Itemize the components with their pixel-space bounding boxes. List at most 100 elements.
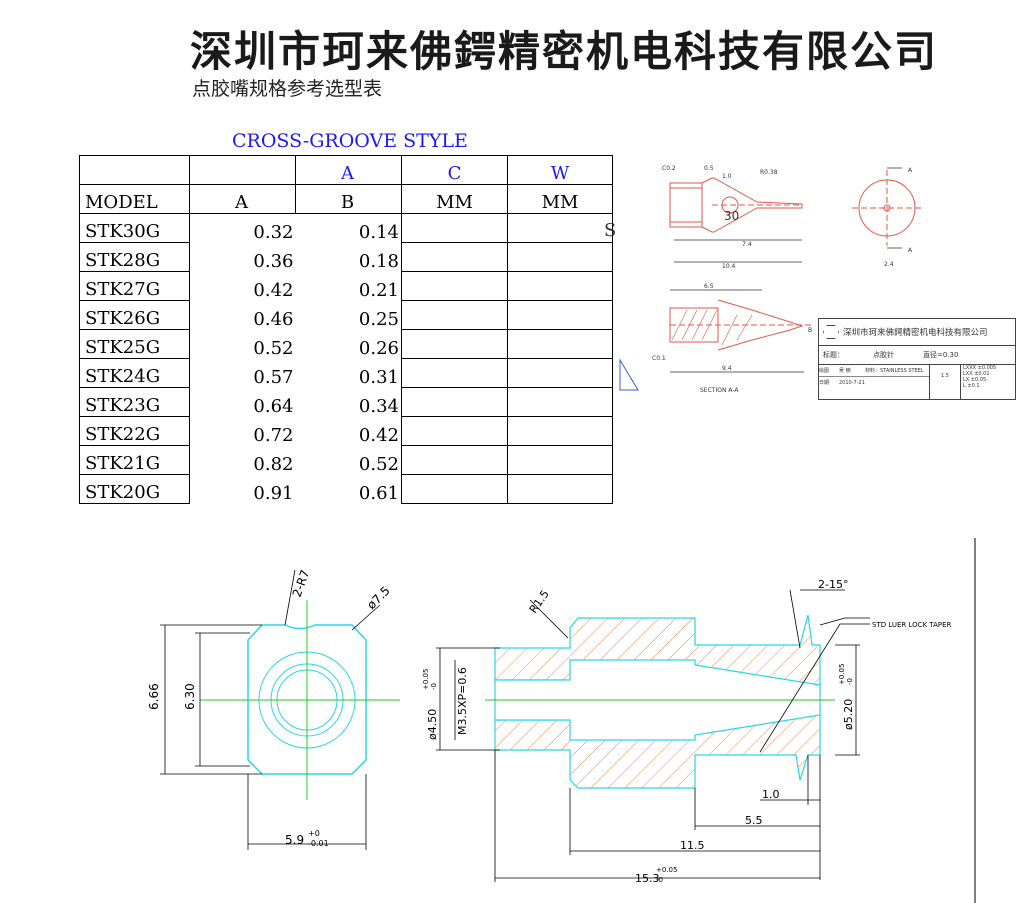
table-header-row-1: A C W xyxy=(79,155,613,185)
dim-label: A xyxy=(908,167,913,174)
tolerance: L ±0.1 xyxy=(963,383,980,389)
model-cell: STK26G xyxy=(79,300,190,330)
title-label: 标题： xyxy=(823,351,844,359)
model-cell: STK20G xyxy=(79,474,190,504)
value-b-cell: 0.42 xyxy=(358,424,399,446)
part-name: 点胶针 xyxy=(873,351,894,359)
value-b-cell: 0.26 xyxy=(358,337,399,359)
tolerance: LX ±0.05 xyxy=(963,377,987,383)
tolerance: LXX ±0.01 xyxy=(963,371,990,377)
value-a-cell: 0.72 xyxy=(253,424,294,446)
table-header-row-2: MODEL A B MM MM xyxy=(79,184,613,214)
w-mm-cell xyxy=(507,445,613,475)
c-mm-cell xyxy=(401,474,508,504)
header-cell: A xyxy=(295,155,402,185)
value-a-cell: 0.82 xyxy=(253,453,294,475)
company-name: 深圳市珂来佛鍔精密机电科技有限公司 xyxy=(190,27,939,76)
page-subtitle: 点胶嘴规格参考选型表 xyxy=(192,78,383,100)
dim-label: -0 xyxy=(846,678,854,685)
c-mm-cell xyxy=(401,300,508,330)
date: 2010-7-21 xyxy=(839,379,865,386)
dim-label: A xyxy=(908,247,913,254)
w-mm-cell xyxy=(507,416,613,446)
model-cell: STK30G xyxy=(79,213,190,243)
c-mm-cell xyxy=(401,271,508,301)
dim-label: 2.4 xyxy=(884,261,894,268)
model-cell: STK27G xyxy=(79,271,190,301)
c-mm-cell xyxy=(401,329,508,359)
dim-label: ø4.50 xyxy=(426,709,439,740)
value-a-cell: 0.57 xyxy=(253,366,294,388)
dim-label: 10.4 xyxy=(722,263,736,270)
drawn-by: 吴 楠 xyxy=(839,368,851,374)
w-mm-cell xyxy=(507,387,613,417)
value-b-cell: 0.21 xyxy=(358,279,399,301)
dim-label: 30 xyxy=(724,209,739,223)
dim-label: 2-15° xyxy=(818,578,848,591)
header-cell: C xyxy=(401,155,508,185)
header-cell xyxy=(189,155,296,185)
value-a-cell: 0.36 xyxy=(253,250,294,272)
model-cell: STK22G xyxy=(79,416,190,446)
dim-label: ø5.20 xyxy=(842,699,855,730)
c-mm-cell xyxy=(401,445,508,475)
c-mm-cell xyxy=(401,213,508,243)
dim-label: R1.5 xyxy=(527,588,552,616)
title-block-company: 深圳市珂来佛鍔精密机电科技有限公司 xyxy=(843,328,988,338)
logo-icon xyxy=(823,325,839,339)
model-cell: STK25G xyxy=(79,329,190,359)
c-mm-cell xyxy=(401,242,508,272)
dim-label: 6.66 xyxy=(147,683,161,710)
value-b-cell: 0.61 xyxy=(358,482,399,504)
tolerance: LXXX ±0.005 xyxy=(963,365,997,371)
dim-label: +0.05 xyxy=(422,669,430,690)
c-mm-cell xyxy=(401,387,508,417)
small-nozzle-drawing: C0.2 0.5 1.0 R0.38 30 7.4 10.4 6.5 9.4 C… xyxy=(619,165,922,394)
header-cell: MM xyxy=(507,184,613,214)
table-title: CROSS-GROOVE STYLE xyxy=(232,130,468,152)
c-mm-cell xyxy=(401,416,508,446)
dim-label: M3.5XP=0.6 xyxy=(456,667,469,735)
value-b-cell: 0.34 xyxy=(358,395,399,417)
dim-label: B xyxy=(808,327,812,334)
w-mm-cell xyxy=(507,300,613,330)
drawn-by-label: 绘图 xyxy=(819,368,830,374)
w-mm-cell xyxy=(507,329,613,359)
dim-label: R0.38 xyxy=(760,169,778,176)
w-mm-cell xyxy=(507,242,613,272)
header-cell: B xyxy=(295,184,402,214)
table-row: STK26G 0.46 0.25 xyxy=(79,300,613,330)
header-cell: A xyxy=(189,184,296,214)
dim-label: +0.05 xyxy=(656,866,677,874)
header-cell: MM xyxy=(401,184,508,214)
dim-label: +0.05 xyxy=(838,664,846,685)
dim-label: SECTION A-A xyxy=(700,387,739,394)
value-a-cell: 0.46 xyxy=(253,308,294,330)
dim-label: -0 xyxy=(656,876,663,884)
part-diameter: 直径=0.30 xyxy=(923,351,959,359)
value-b-cell: 0.25 xyxy=(358,308,399,330)
dim-label: 0.5 xyxy=(704,165,714,172)
title-block: 深圳市珂来佛鍔精密机电科技有限公司 标题： 点胶针 直径=0.30 绘图 吴 楠… xyxy=(818,318,1016,400)
model-cell: STK21G xyxy=(79,445,190,475)
dim-label: 1.0 xyxy=(762,788,780,801)
stray-text: S xyxy=(604,220,617,241)
dim-label: 1.0 xyxy=(722,173,732,180)
value-b-cell: 0.14 xyxy=(358,221,399,243)
date-label: 日期 xyxy=(819,380,830,386)
dim-label: 6.30 xyxy=(183,683,197,710)
table-row: STK22G 0.72 0.42 xyxy=(79,416,613,446)
w-mm-cell xyxy=(507,213,613,243)
callout-label: STD LUER LOCK TAPER xyxy=(872,621,952,629)
scale: 1.5 xyxy=(930,365,961,399)
dim-label: 11.5 xyxy=(680,839,705,852)
w-mm-cell xyxy=(507,474,613,504)
dim-label: +0 xyxy=(308,829,320,838)
model-cell: STK24G xyxy=(79,358,190,388)
value-b-cell: 0.18 xyxy=(358,250,399,272)
dim-label: 5.5 xyxy=(745,814,763,827)
